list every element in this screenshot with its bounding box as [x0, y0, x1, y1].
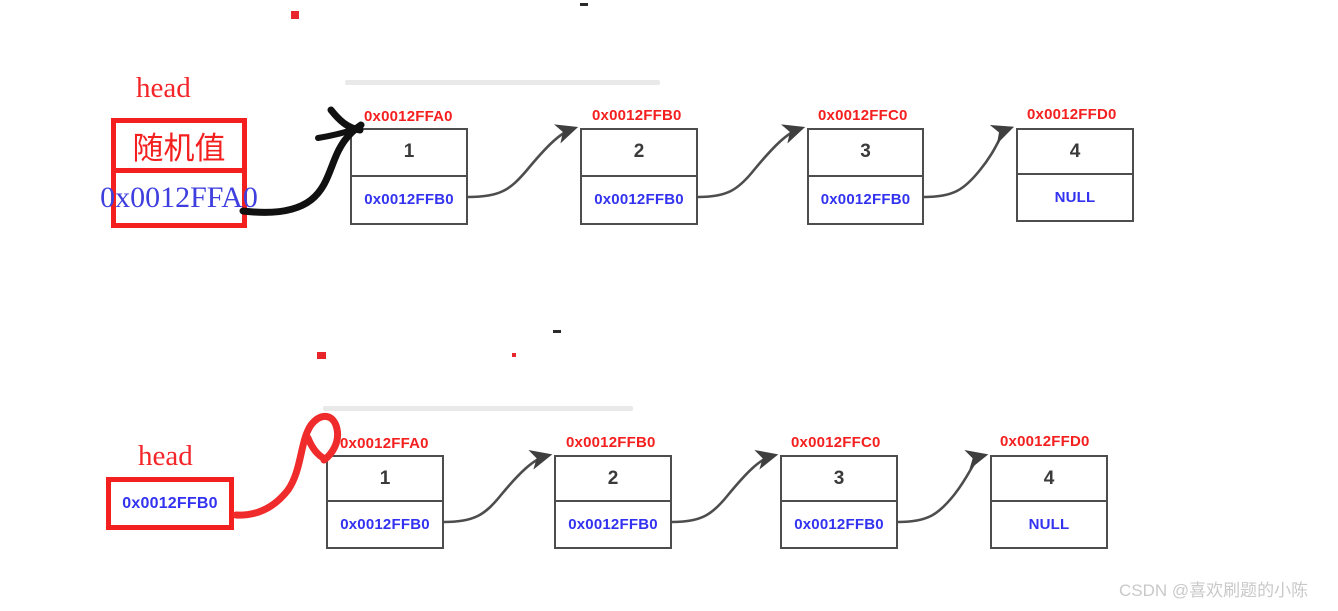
- head-box-top-random-value: 随机值: [132, 131, 226, 166]
- node-top-4[interactable]: 4 NULL: [1016, 128, 1134, 222]
- node-top-3[interactable]: 3 0x0012FFB0: [807, 128, 924, 225]
- scan-artifact-dot-3: [512, 353, 516, 357]
- node-address-bottom-4: 0x0012FFD0: [1000, 433, 1090, 450]
- node-bottom-4[interactable]: 4 NULL: [990, 455, 1108, 549]
- link-arrow-bottom-3-4: [897, 449, 989, 524]
- scan-artifact-dot-2: [317, 352, 326, 359]
- head-box-bottom-address: 0x0012FFB0: [122, 494, 218, 512]
- node-bottom-1[interactable]: 1 0x0012FFB0: [326, 455, 444, 549]
- node-address-top-4: 0x0012FFD0: [1027, 106, 1117, 123]
- scan-artifact-dot-1: [291, 11, 299, 19]
- node-bottom-2-data: 2: [556, 457, 670, 502]
- node-top-3-next: 0x0012FFB0: [820, 191, 911, 209]
- link-arrow-bottom-2-3: [671, 449, 779, 524]
- node-address-top-3: 0x0012FFC0: [818, 107, 908, 124]
- node-top-4-data: 4: [1018, 130, 1132, 175]
- node-top-2[interactable]: 2 0x0012FFB0: [580, 128, 698, 225]
- node-bottom-3-data: 3: [782, 457, 896, 502]
- node-address-bottom-1: 0x0012FFA0: [340, 435, 429, 452]
- node-top-2-next: 0x0012FFB0: [594, 191, 684, 209]
- head-box-bottom[interactable]: 0x0012FFB0: [106, 477, 234, 530]
- node-bottom-1-next: 0x0012FFB0: [340, 516, 430, 533]
- head-arrow-top-icon: [239, 106, 365, 216]
- link-arrow-bottom-1-2: [443, 449, 553, 524]
- head-label-top: head: [136, 72, 191, 104]
- link-arrow-top-3-4: [923, 125, 1015, 199]
- node-bottom-2-next: 0x0012FFB0: [568, 516, 658, 533]
- node-bottom-3[interactable]: 3 0x0012FFB0: [780, 455, 898, 549]
- node-bottom-3-next: 0x0012FFB0: [794, 516, 884, 533]
- node-top-1-next: 0x0012FFB0: [364, 191, 454, 209]
- scan-artifact-line-middle: [323, 406, 633, 411]
- scan-artifact-line-top: [345, 80, 660, 85]
- node-address-bottom-2: 0x0012FFB0: [566, 434, 656, 451]
- node-address-top-2: 0x0012FFB0: [592, 107, 682, 124]
- csdn-watermark: CSDN @喜欢刷题的小陈: [1119, 581, 1309, 600]
- node-address-top-1: 0x0012FFA0: [364, 108, 453, 125]
- head-box-top-address: 0x0012FFA0: [100, 181, 258, 214]
- link-arrow-top-1-2: [467, 124, 579, 199]
- head-box-top[interactable]: 随机值 0x0012FFA0: [100, 118, 258, 228]
- node-bottom-2[interactable]: 2 0x0012FFB0: [554, 455, 672, 549]
- node-top-4-next: NULL: [1054, 189, 1096, 206]
- head-label-bottom: head: [138, 440, 193, 472]
- node-top-2-data: 2: [582, 130, 696, 177]
- node-address-bottom-3: 0x0012FFC0: [791, 434, 881, 451]
- node-top-1-data: 1: [352, 130, 466, 177]
- head-box-top-cell-value: 随机值: [116, 123, 242, 173]
- scan-artifact-dot-5: [553, 330, 561, 333]
- node-top-1[interactable]: 1 0x0012FFB0: [350, 128, 468, 225]
- node-bottom-1-data: 1: [328, 457, 442, 502]
- head-box-top-cell-pointer: 0x0012FFA0: [100, 173, 258, 223]
- link-arrow-top-2-3: [697, 124, 806, 199]
- node-bottom-4-next: NULL: [1028, 516, 1070, 533]
- node-bottom-4-data: 4: [992, 457, 1106, 502]
- scan-artifact-dot-4: [580, 3, 588, 6]
- node-top-3-data: 3: [809, 130, 922, 177]
- head-arrow-bottom-icon: [232, 413, 342, 519]
